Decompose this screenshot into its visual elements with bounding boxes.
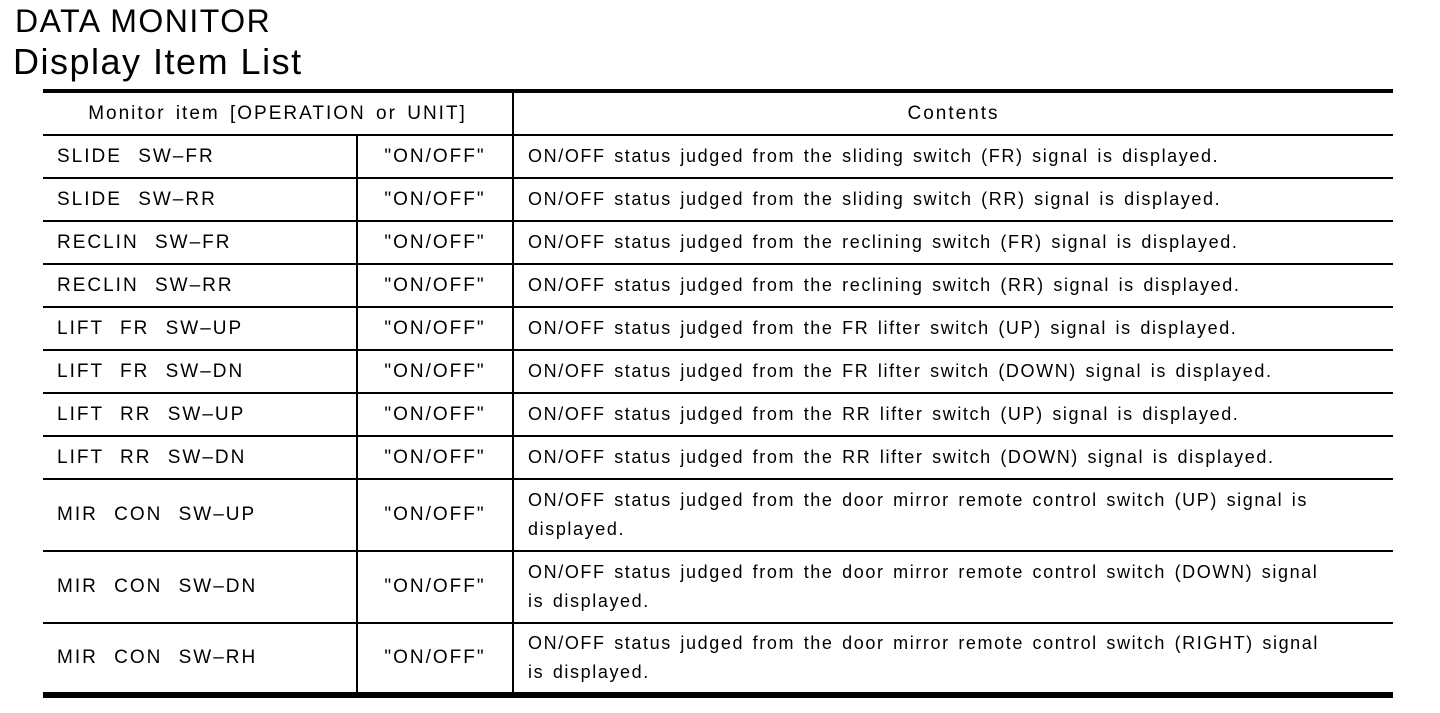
operation-cell: "ON/OFF" [357, 479, 515, 552]
table-header-row: Monitor item [OPERATION or UNIT] Content… [43, 91, 1394, 136]
table-row: RECLIN SW–RR "ON/OFF" ON/OFF status judg… [43, 264, 1394, 308]
display-item-table: Monitor item [OPERATION or UNIT] Content… [43, 89, 1394, 698]
page-subtitle: Display Item List [13, 41, 303, 82]
monitor-item-cell: LIFT RR SW–DN [43, 436, 358, 480]
operation-cell: "ON/OFF" [357, 178, 515, 222]
monitor-item-cell: SLIDE SW–RR [43, 178, 358, 222]
contents-cell: ON/OFF status judged from the sliding sw… [513, 135, 1394, 179]
header-monitor-item: Monitor item [OPERATION or UNIT] [43, 91, 515, 136]
operation-cell: "ON/OFF" [357, 350, 515, 394]
table-row: MIR CON SW–UP "ON/OFF" ON/OFF status jud… [43, 479, 1394, 552]
table-row: LIFT RR SW–DN "ON/OFF" ON/OFF status jud… [43, 436, 1394, 480]
monitor-item-cell: SLIDE SW–FR [43, 135, 358, 179]
operation-cell: "ON/OFF" [357, 307, 515, 351]
table-row: LIFT FR SW–UP "ON/OFF" ON/OFF status jud… [43, 307, 1394, 351]
monitor-item-cell: MIR CON SW–UP [43, 479, 358, 552]
contents-cell: ON/OFF status judged from the reclining … [513, 264, 1394, 308]
contents-cell: ON/OFF status judged from the RR lifter … [513, 436, 1394, 480]
table-row: LIFT FR SW–DN "ON/OFF" ON/OFF status jud… [43, 350, 1394, 394]
contents-cell: ON/OFF status judged from the RR lifter … [513, 393, 1394, 437]
operation-cell: "ON/OFF" [357, 623, 515, 696]
contents-cell: ON/OFF status judged from the sliding sw… [513, 178, 1394, 222]
operation-cell: "ON/OFF" [357, 221, 515, 265]
table-row: RECLIN SW–FR "ON/OFF" ON/OFF status judg… [43, 221, 1394, 265]
contents-cell: ON/OFF status judged from the door mirro… [513, 623, 1394, 696]
contents-cell: ON/OFF status judged from the reclining … [513, 221, 1394, 265]
contents-cell: ON/OFF status judged from the FR lifter … [513, 350, 1394, 394]
header-contents: Contents [513, 91, 1394, 136]
table-row: SLIDE SW–RR "ON/OFF" ON/OFF status judge… [43, 178, 1394, 222]
monitor-item-cell: LIFT RR SW–UP [43, 393, 358, 437]
table-row: MIR CON SW–DN "ON/OFF" ON/OFF status jud… [43, 551, 1394, 624]
table-row: MIR CON SW–RH "ON/OFF" ON/OFF status jud… [43, 623, 1394, 696]
monitor-item-cell: MIR CON SW–DN [43, 551, 358, 624]
contents-cell: ON/OFF status judged from the door mirro… [513, 479, 1394, 552]
contents-cell: ON/OFF status judged from the FR lifter … [513, 307, 1394, 351]
monitor-item-cell: RECLIN SW–RR [43, 264, 358, 308]
operation-cell: "ON/OFF" [357, 393, 515, 437]
operation-cell: "ON/OFF" [357, 551, 515, 624]
operation-cell: "ON/OFF" [357, 436, 515, 480]
contents-cell: ON/OFF status judged from the door mirro… [513, 551, 1394, 624]
operation-cell: "ON/OFF" [357, 135, 515, 179]
monitor-item-cell: LIFT FR SW–DN [43, 350, 358, 394]
monitor-item-cell: RECLIN SW–FR [43, 221, 358, 265]
table-row: SLIDE SW–FR "ON/OFF" ON/OFF status judge… [43, 135, 1394, 179]
table-row: LIFT RR SW–UP "ON/OFF" ON/OFF status jud… [43, 393, 1394, 437]
page-title: DATA MONITOR [15, 3, 272, 39]
monitor-item-cell: MIR CON SW–RH [43, 623, 358, 696]
operation-cell: "ON/OFF" [357, 264, 515, 308]
monitor-item-cell: LIFT FR SW–UP [43, 307, 358, 351]
